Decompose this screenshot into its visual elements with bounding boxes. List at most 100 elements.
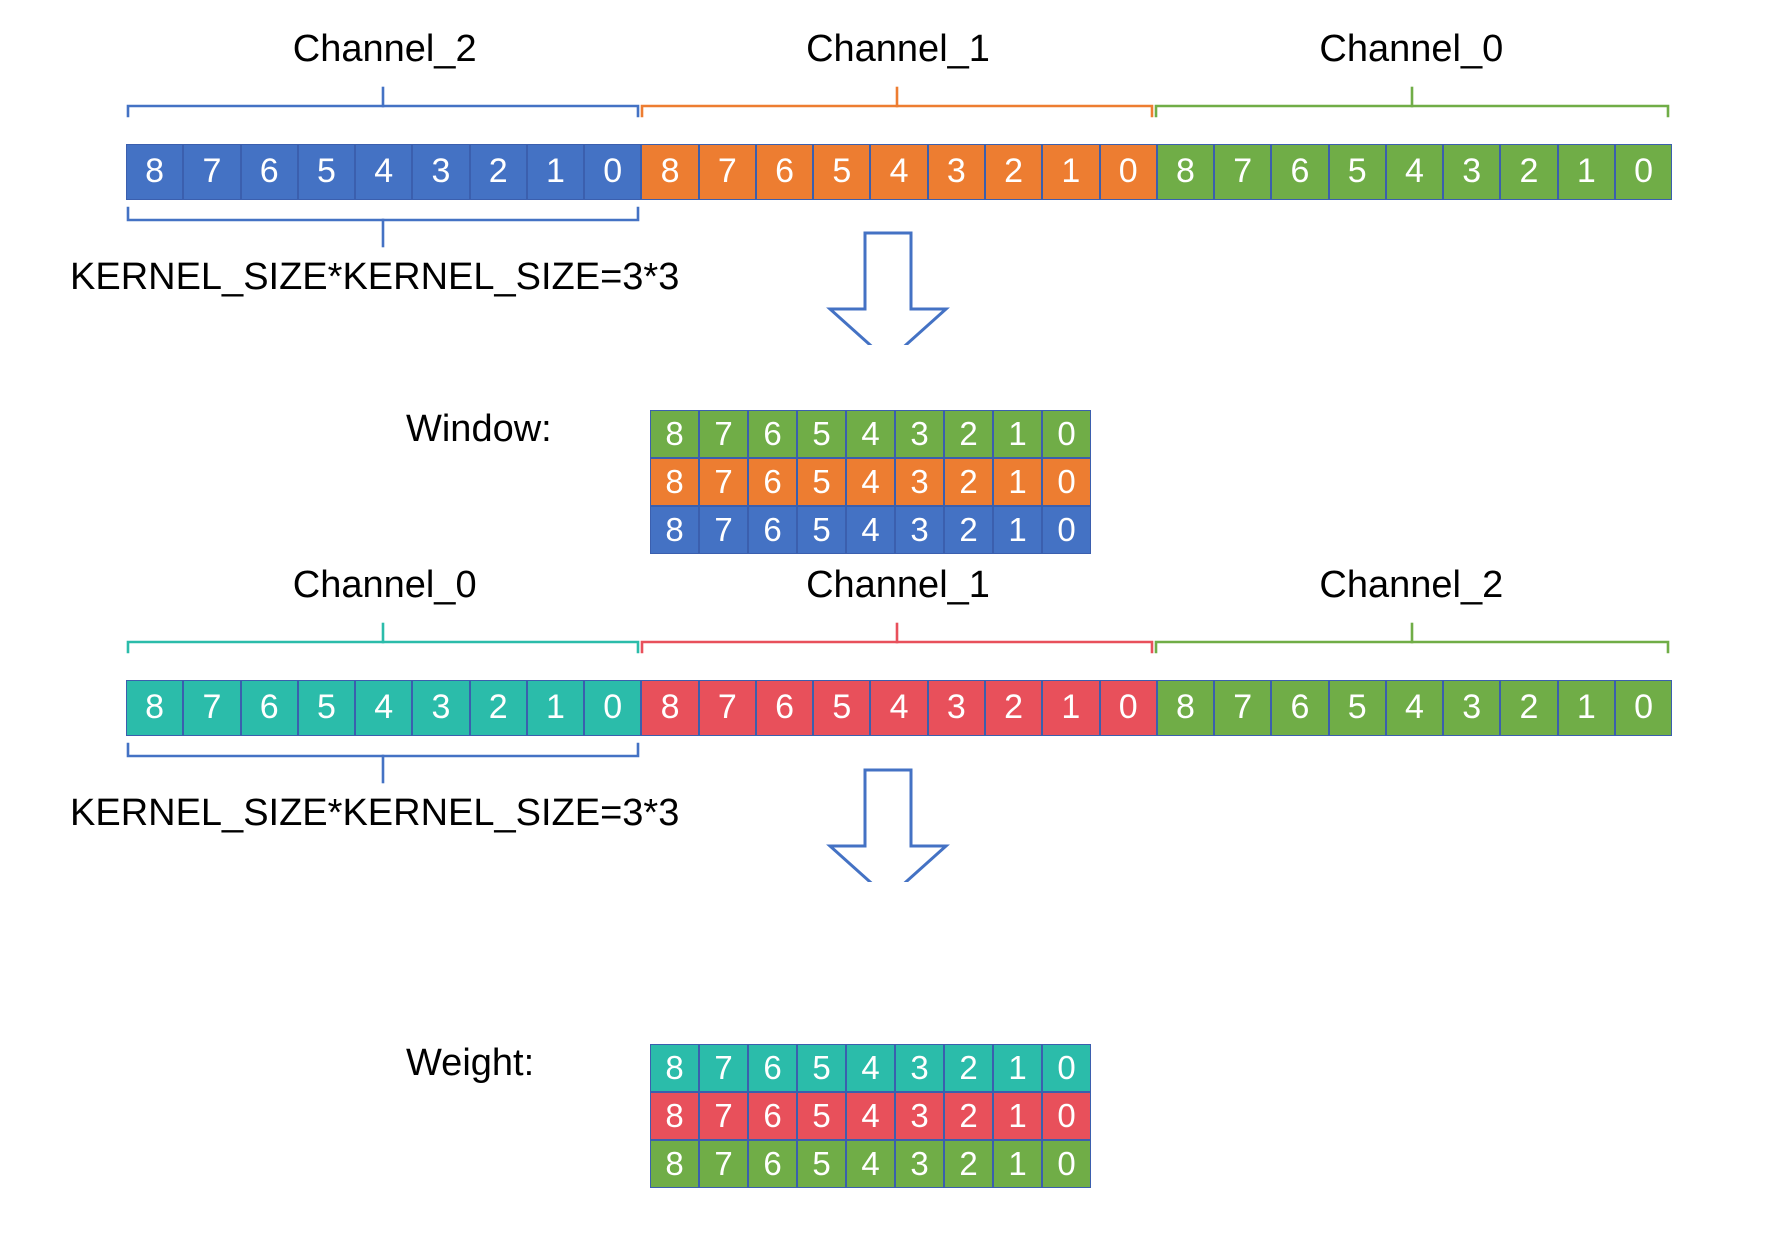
grid-cell: 3 <box>895 1092 944 1140</box>
top-span-brackets <box>126 86 1670 118</box>
strip-cell: 0 <box>1614 680 1673 736</box>
strip-cell: 8 <box>1156 680 1215 736</box>
grid-cell: 4 <box>846 1092 895 1140</box>
strip-cell: 2 <box>1500 680 1558 736</box>
strip-cell: 2 <box>1500 144 1558 200</box>
strip-cell: 7 <box>698 680 756 736</box>
grid-cell: 2 <box>944 1092 993 1140</box>
grid-cell: 5 <box>797 506 846 554</box>
strip-cell: 2 <box>469 680 527 736</box>
grid-cell: 8 <box>650 1044 699 1092</box>
strip-cell: 3 <box>927 680 985 736</box>
grid-cell: 1 <box>993 506 1042 554</box>
grid-cell: 8 <box>650 1140 699 1188</box>
grid-cell: 3 <box>895 1140 944 1188</box>
top-kernel-bracket <box>126 206 640 248</box>
grid-cell: 5 <box>797 410 846 458</box>
grid-cell: 3 <box>895 410 944 458</box>
strip-cell: 0 <box>1614 144 1673 200</box>
bottom-span-brackets <box>126 622 1670 654</box>
strip-cell: 8 <box>126 680 184 736</box>
grid-cell: 6 <box>748 1140 797 1188</box>
strip-cell: 7 <box>183 680 241 736</box>
grid-cell: 5 <box>797 1140 846 1188</box>
bottom-kernel-bracket <box>126 742 640 784</box>
bottom-channel-label-row: Channel_0 Channel_1 Channel_2 <box>128 558 1668 612</box>
strip-cell: 5 <box>813 680 871 736</box>
grid-cell: 1 <box>993 1092 1042 1140</box>
grid-cell: 6 <box>748 458 797 506</box>
top-kernel-size-note: KERNEL_SIZE*KERNEL_SIZE=3*3 <box>70 256 680 298</box>
grid-cell: 1 <box>993 1140 1042 1188</box>
top-channel-label-0: Channel_2 <box>292 28 477 70</box>
strip-cell: 4 <box>355 680 413 736</box>
grid-cell: 2 <box>944 410 993 458</box>
strip-cell: 0 <box>584 144 642 200</box>
strip-cell: 8 <box>641 680 699 736</box>
strip-cell: 4 <box>870 680 928 736</box>
strip-cell: 1 <box>526 144 585 200</box>
strip-cell: 4 <box>1385 144 1444 200</box>
strip-cell: 7 <box>698 144 756 200</box>
grid-cell: 2 <box>944 1140 993 1188</box>
window-label: Window: <box>406 408 552 450</box>
weight-label: Weight: <box>406 1042 535 1084</box>
strip-cell: 3 <box>1443 144 1501 200</box>
grid-cell: 7 <box>699 506 748 554</box>
strip-cell: 3 <box>412 144 470 200</box>
bottom-kernel-size-note: KERNEL_SIZE*KERNEL_SIZE=3*3 <box>70 792 680 834</box>
strip-cell: 5 <box>1328 144 1386 200</box>
grid-cell: 1 <box>993 1044 1042 1092</box>
strip-cell: 7 <box>1214 144 1272 200</box>
grid-cell: 0 <box>1042 1140 1091 1188</box>
grid-cell: 8 <box>650 458 699 506</box>
strip-cell: 7 <box>183 144 241 200</box>
strip-cell: 3 <box>412 680 470 736</box>
strip-cell: 0 <box>1099 144 1157 200</box>
grid-cell: 6 <box>748 410 797 458</box>
strip-cell: 1 <box>1042 144 1100 200</box>
strip-cell: 4 <box>870 144 928 200</box>
grid-cell: 6 <box>748 1092 797 1140</box>
strip-cell: 5 <box>297 680 356 736</box>
strip-cell: 1 <box>1557 680 1615 736</box>
bottom-channel-label-0: Channel_0 <box>292 564 477 606</box>
grid-cell: 4 <box>846 410 895 458</box>
strip-cell: 1 <box>1042 680 1100 736</box>
grid-cell: 4 <box>846 1140 895 1188</box>
grid-cell: 0 <box>1042 1092 1091 1140</box>
strip-cell: 6 <box>240 144 298 200</box>
strip-cell: 6 <box>1271 144 1329 200</box>
grid-cell: 3 <box>895 1044 944 1092</box>
grid-cell: 8 <box>650 1092 699 1140</box>
grid-cell: 2 <box>944 458 993 506</box>
grid-cell: 2 <box>944 1044 993 1092</box>
grid-cell: 4 <box>846 506 895 554</box>
strip-cell: 3 <box>1443 680 1501 736</box>
grid-cell: 7 <box>699 1044 748 1092</box>
grid-cell: 8 <box>650 506 699 554</box>
grid-cell: 1 <box>993 410 1042 458</box>
bottom-down-arrow-icon <box>826 768 950 882</box>
top-down-arrow-icon <box>826 231 950 345</box>
strip-cell: 6 <box>240 680 298 736</box>
strip-cell: 6 <box>755 144 814 200</box>
bottom-channel-label-1: Channel_1 <box>806 564 990 606</box>
grid-cell: 0 <box>1042 458 1091 506</box>
grid-cell: 7 <box>699 1092 748 1140</box>
strip-cell: 2 <box>984 144 1043 200</box>
grid-cell: 4 <box>846 1044 895 1092</box>
grid-cell: 0 <box>1042 410 1091 458</box>
grid-cell: 6 <box>748 506 797 554</box>
strip-cell: 5 <box>1328 680 1386 736</box>
strip-cell: 1 <box>526 680 585 736</box>
